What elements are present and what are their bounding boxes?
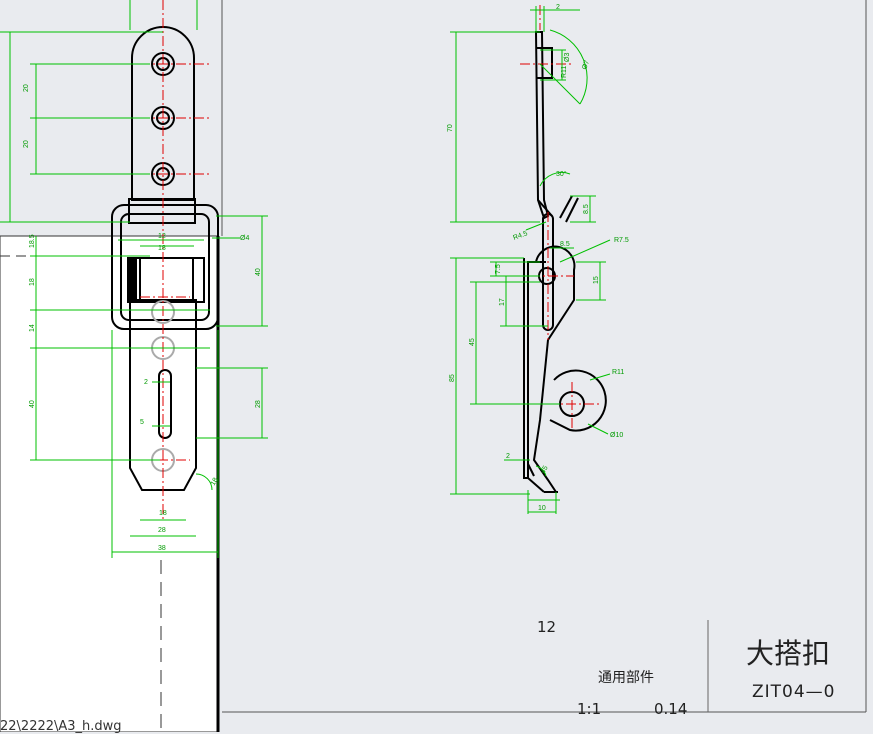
front-view-dimension-lines	[0, 0, 268, 558]
dim-side-19: 45	[540, 465, 550, 475]
file-path-label: 22\2222\A3_h.dwg	[0, 719, 122, 734]
dim-side-8: R4.5	[512, 230, 528, 242]
dim-front-3: 18.5	[29, 234, 36, 248]
dim-side-20: 10	[538, 505, 546, 512]
dim-front-17: Ø4	[240, 235, 249, 242]
dim-side-10: R7.5	[614, 237, 629, 244]
dim-front-4: 18	[29, 278, 36, 286]
dim-front-12: 5	[140, 419, 144, 426]
dim-front-8: 18	[158, 245, 166, 252]
dim-front-2: 20	[23, 140, 30, 148]
dim-front-5: 14	[29, 324, 36, 332]
side-view-dimension-text: 2 Ø3 R11 Ø7 70 30° 8.5 R4.5 8.5 R7.5 7.5…	[447, 4, 629, 512]
dim-side-2: Ø3	[564, 53, 571, 62]
dim-side-9: 8.5	[560, 241, 570, 248]
part-weight: 0.14	[654, 700, 688, 718]
dim-side-1: 2	[556, 4, 560, 11]
dim-side-11: 7.5	[495, 264, 502, 274]
dim-side-16: R11	[612, 369, 624, 376]
dim-front-14: 28	[158, 527, 166, 534]
dim-side-6: 30°	[556, 170, 567, 178]
dim-side-5: 70	[447, 124, 454, 132]
part-title: 大搭扣	[746, 637, 831, 670]
dim-side-18: 2	[506, 453, 510, 460]
dim-front-11: 2	[144, 379, 148, 386]
dim-front-15: 38	[158, 545, 166, 552]
dim-front-9: 40	[255, 268, 262, 276]
part-category: 通用部件	[598, 670, 654, 686]
dim-side-3: R11	[561, 66, 568, 78]
dim-side-4: Ø7	[581, 59, 591, 70]
dim-front-13: 18	[159, 510, 167, 517]
dim-side-13: 17	[499, 298, 506, 306]
side-view-dimension-lines	[450, 6, 611, 514]
dim-side-14: 45	[469, 338, 476, 346]
dim-front-7: 12	[158, 233, 166, 240]
dim-side-15: 85	[449, 374, 456, 382]
dim-side-7: 8.5	[583, 204, 590, 214]
dim-front-10: 28	[255, 400, 262, 408]
dim-side-17: Ø10	[610, 432, 623, 439]
dim-front-1: 20	[23, 84, 30, 92]
dim-front-16: 18	[210, 477, 220, 487]
dim-side-12: 15	[593, 276, 600, 284]
front-view-dimension-text: 20 20 18.5 18 14 40 12 18 40 28 2 5 18 2…	[23, 84, 262, 552]
part-code: ZIT04—0	[752, 682, 836, 702]
dim-front-6: 40	[29, 400, 36, 408]
sheet-number: 12	[537, 618, 557, 636]
drawing-scale: 1:1	[577, 700, 602, 718]
